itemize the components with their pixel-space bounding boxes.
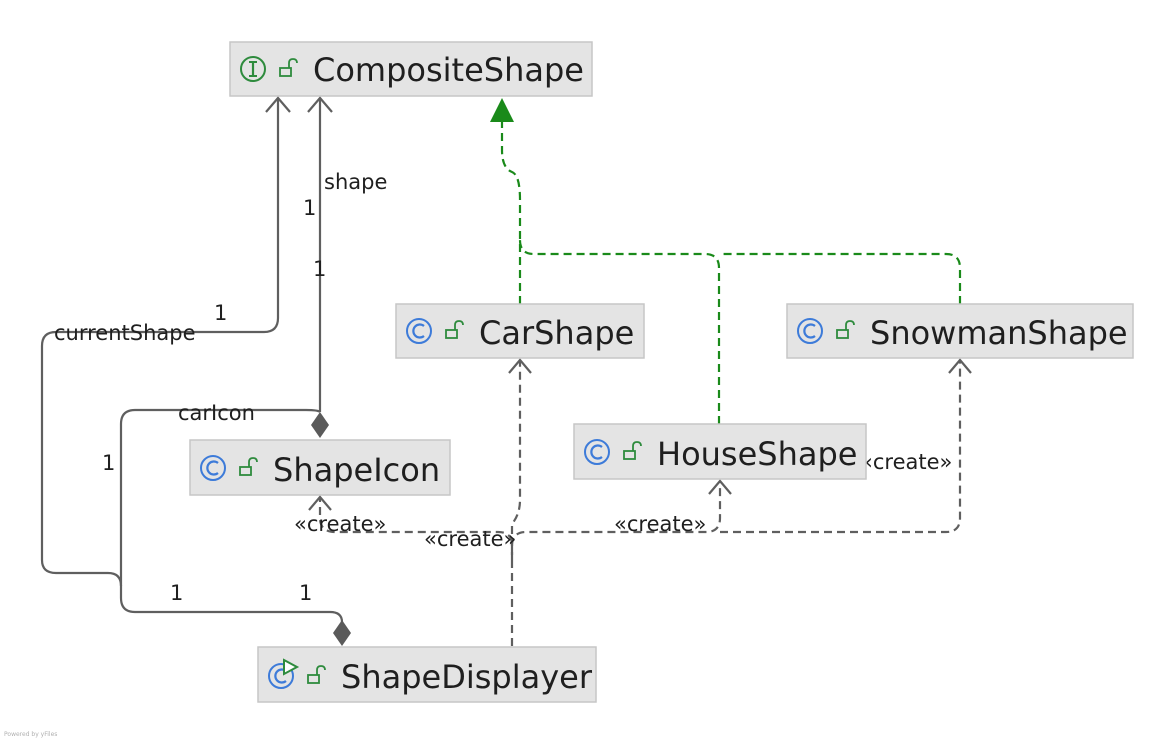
open-arrow-shape: [307, 96, 333, 113]
edge-currentshape[interactable]: [40, 96, 344, 623]
open-arrow-create-house: [708, 479, 732, 495]
composition-diamond-shapeicon: [311, 412, 329, 438]
public-lock-icon: [307, 665, 326, 684]
node-snowmanshape[interactable]: SnowmanShape: [786, 303, 1134, 359]
main-class-icon: [268, 658, 300, 689]
stereotype-create-house: «create»: [614, 512, 706, 536]
label-shape: shape: [324, 170, 387, 194]
node-shapeicon[interactable]: ShapeIcon: [189, 439, 451, 496]
public-lock-icon: [239, 457, 258, 476]
node-houseshape[interactable]: HouseShape: [573, 423, 867, 480]
open-arrow-create-shapeicon: [308, 495, 332, 511]
class-name: CarShape: [479, 314, 634, 352]
mult-currentshape-top: 1: [214, 301, 227, 325]
create-edge-snowman[interactable]: [720, 360, 962, 534]
realization-car[interactable]: [500, 122, 522, 304]
realization-snowman[interactable]: [719, 252, 962, 304]
class-name: SnowmanShape: [870, 314, 1128, 352]
open-arrow-currentshape: [265, 96, 291, 113]
open-arrow-create-car: [508, 358, 532, 374]
node-carshape[interactable]: CarShape: [395, 303, 645, 359]
mult-currentshape-bottom: 1: [102, 451, 115, 475]
class-name: CompositeShape: [313, 51, 584, 89]
edge-caricon[interactable]: [119, 408, 351, 646]
public-lock-icon: [445, 320, 464, 339]
mult-shape-top: 1: [303, 196, 316, 220]
interface-icon: [240, 56, 266, 82]
mult-caricon-left: 1: [170, 581, 183, 605]
composition-diamond-displayer: [333, 620, 351, 646]
node-shapedisplayer[interactable]: ShapeDisplayer: [257, 646, 597, 703]
realization-arrowhead: [490, 98, 514, 122]
class-icon: [797, 318, 823, 344]
create-edge-house[interactable]: [510, 481, 722, 547]
class-name: HouseShape: [657, 435, 857, 473]
class-name: ShapeDisplayer: [341, 658, 593, 696]
stereotype-create-shapeicon: «create»: [294, 512, 386, 536]
label-caricon: carIcon: [178, 401, 255, 425]
public-lock-icon: [623, 441, 642, 460]
stereotype-create-snowman: «create»: [860, 450, 952, 474]
class-icon: [584, 439, 610, 465]
realization-house[interactable]: [518, 239, 721, 424]
dependency-edges: [308, 358, 972, 646]
open-arrow-create-snowman: [948, 358, 972, 374]
mult-caricon-right: 1: [299, 581, 312, 605]
label-currentshape: currentShape: [54, 321, 196, 345]
public-lock-icon: [836, 320, 855, 339]
public-lock-icon: [279, 58, 298, 77]
powered-by-footer: Powered by yFiles: [4, 731, 58, 738]
edge-shape[interactable]: [307, 96, 333, 438]
class-name: ShapeIcon: [273, 451, 440, 489]
node-compositeshape[interactable]: CompositeShape: [229, 41, 593, 97]
stereotype-create-car: «create»: [424, 527, 516, 551]
realization-edges: [490, 98, 962, 424]
class-icon: [406, 318, 432, 344]
class-icon: [200, 455, 226, 481]
mult-shape-bottom: 1: [313, 257, 326, 281]
